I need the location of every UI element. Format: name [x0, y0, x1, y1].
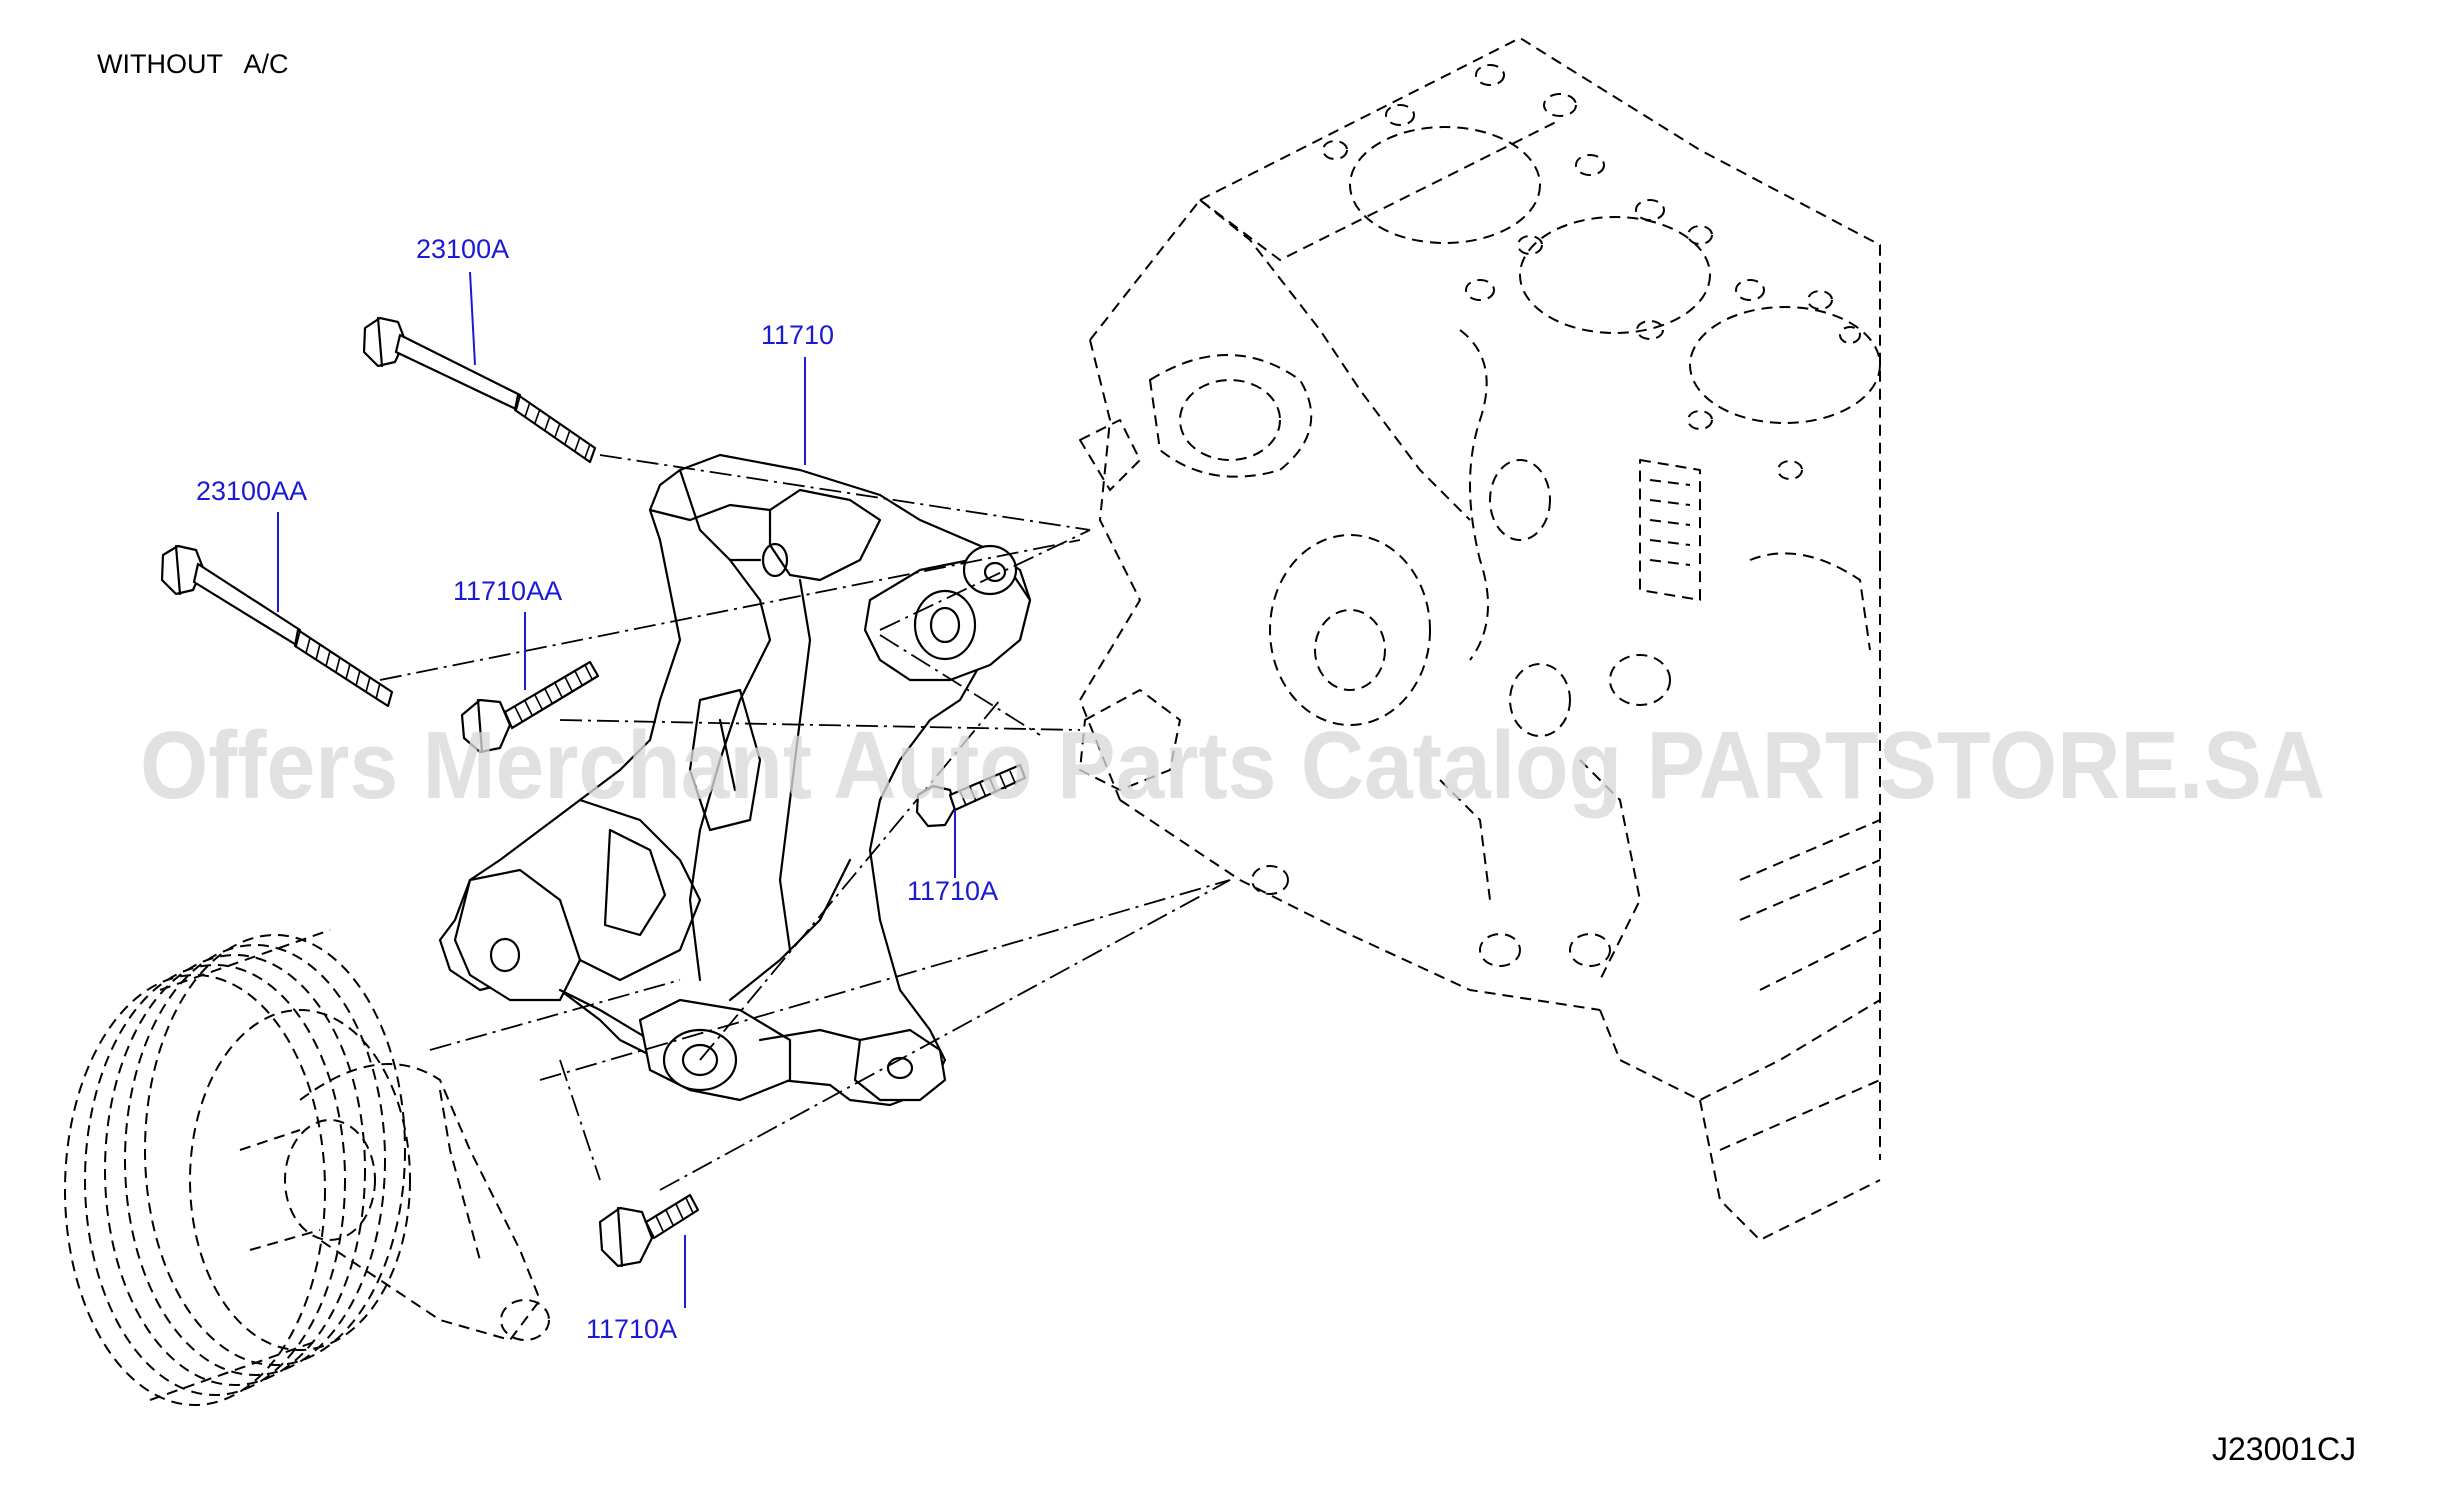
callout-bolt-right[interactable]: 11710A	[907, 876, 998, 906]
bolt-11710a-right	[915, 763, 1027, 828]
callout-bracket[interactable]: 11710	[761, 320, 834, 350]
bolt-23100a	[362, 316, 597, 464]
callout-bolt-lower[interactable]: 11710A	[586, 1314, 677, 1344]
drawing-code: J23001CJ	[2212, 1431, 2356, 1467]
bolt-23100aa	[160, 544, 394, 708]
callout-bolt-long[interactable]: 23100AA	[196, 476, 307, 506]
engine-block	[1079, 37, 1881, 1241]
bolt-11710a-lower	[598, 1193, 700, 1268]
bolt-11710aa	[460, 660, 600, 754]
callout-bolt-upper[interactable]: 23100A	[416, 234, 509, 264]
diagram-caption: WITHOUT A/C	[97, 49, 289, 79]
crank-pulley	[64, 929, 550, 1406]
callout-bolt-mid[interactable]: 11710AA	[453, 576, 562, 606]
watermark-text: Offers Merchant Auto Parts Catalog PARTS…	[140, 712, 2325, 819]
leader-lines	[277, 271, 956, 1308]
center-lines	[379, 454, 1231, 1191]
